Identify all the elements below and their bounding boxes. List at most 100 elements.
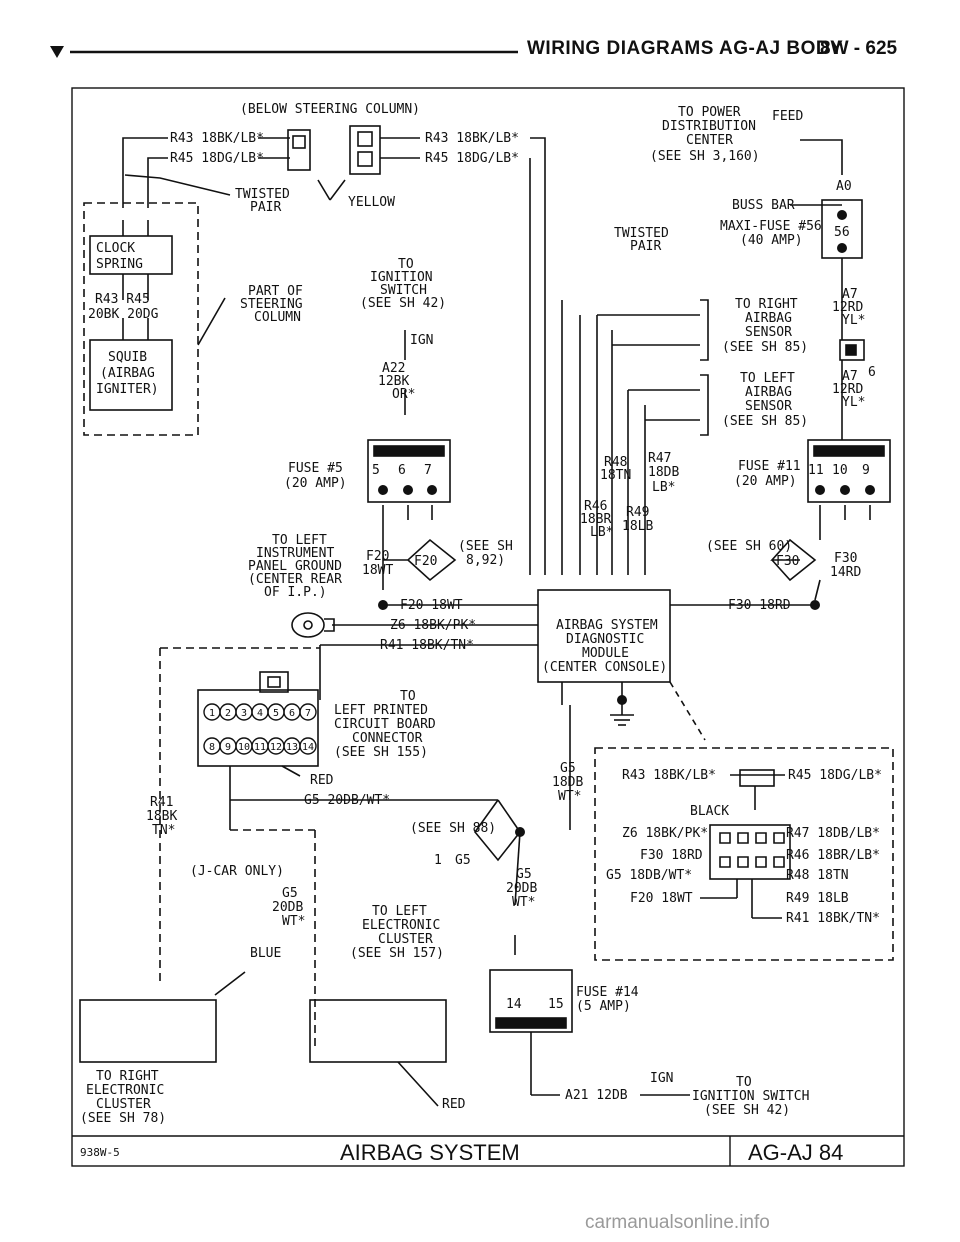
label-conn-f30: F30 18RD [640, 848, 703, 863]
label-blue: BLUE [250, 946, 281, 961]
label-r49-1: R49 [626, 505, 649, 520]
label-red-1: RED [310, 773, 334, 788]
label-a7a-3: YL* [842, 313, 865, 328]
label-r41-v2: 18BK [146, 809, 177, 824]
label-part-of-1: PART OF [248, 284, 303, 299]
label-twisted-1: TWISTED [235, 187, 290, 202]
label-f30-1: F30 [834, 551, 857, 566]
label-ras-2: AIRBAG [745, 311, 792, 326]
label-ign-sw-3: SWITCH [380, 283, 427, 298]
label-rec-1: TO RIGHT [96, 1069, 159, 1084]
label-pwr-2: DISTRIBUTION [662, 119, 756, 134]
label-g5c-2: 18DB [552, 775, 583, 790]
label-conn-r43: R43 18BK/LB* [622, 768, 716, 783]
label-clock: CLOCK [96, 241, 135, 256]
header-rule [50, 46, 518, 58]
label-pwr-1: TO POWER [678, 105, 741, 120]
label-squib-1: SQUIB [108, 350, 147, 365]
label-squib-2: (AIRBAG [100, 366, 155, 381]
label-g5v-1: G5 [282, 886, 298, 901]
label-rec-2: ELECTRONIC [86, 1083, 164, 1098]
label-las-2: AIRBAG [745, 385, 792, 400]
label-r41-v3: TN* [152, 823, 175, 838]
label-squib-3: IGNITER) [96, 382, 159, 397]
label-pcb-2: LEFT PRINTED [334, 703, 428, 718]
label-r49-2: 18LB [622, 519, 653, 534]
label-ras-1: TO RIGHT [735, 297, 798, 312]
label-g5b-2: 20DB [506, 881, 537, 896]
label-conn-z6: Z6 18BK/PK* [622, 826, 708, 841]
label-gnd-2: INSTRUMENT [256, 546, 334, 561]
label-asdm-4: (CENTER CONSOLE) [542, 660, 667, 675]
label-fuse5-t7: 7 [424, 463, 432, 478]
label-r47-1: R47 [648, 451, 671, 466]
label-conn-f20: F20 18WT [630, 891, 693, 906]
label-ras-4: (SEE SH 85) [722, 340, 808, 355]
watermark: carmanualsonline.info [585, 1212, 770, 1233]
pcb-pin: 10 [238, 742, 250, 753]
pcb-pin: 13 [286, 742, 298, 753]
label-ign2: IGN [650, 1071, 673, 1086]
label-ign-sw2-3: (SEE SH 42) [704, 1103, 790, 1118]
label-lec-2: ELECTRONIC [362, 918, 440, 933]
label-pcb-5: (SEE SH 155) [334, 745, 428, 760]
label-las-3: SENSOR [745, 399, 792, 414]
label-see88: (SEE SH 88) [410, 821, 496, 836]
label-r48-2: 18TN [600, 468, 631, 483]
label-rec-3: CLUSTER [96, 1097, 151, 1112]
label-a22-1: A22 [382, 361, 405, 376]
label-f20-2: 18WT [362, 563, 393, 578]
pcb-pin: 12 [270, 742, 282, 753]
label-conn-g5: G5 18DB/WT* [606, 868, 692, 883]
label-asdm-2: DIAGNOSTIC [566, 632, 644, 647]
label-pair-2: PAIR [630, 239, 661, 254]
label-conn-r46: R46 18BR/LB* [786, 848, 880, 863]
label-a7a-1: A7 [842, 287, 858, 302]
label-f20-18wt: F20 18WT [400, 598, 463, 613]
label-r46-2: 18BR [580, 512, 611, 527]
label-las-1: TO LEFT [740, 371, 795, 386]
label-part-of-2: STEERING [240, 297, 303, 312]
label-pcb-3: CIRCUIT BOARD [334, 717, 436, 732]
label-pcb-1: TO [400, 689, 416, 704]
pcb-pin: 14 [302, 742, 314, 753]
label-r45-left: R45 18DG/LB* [170, 151, 264, 166]
label-g5b-3: WT* [512, 895, 535, 910]
label-buss-bar: BUSS BAR [732, 198, 795, 213]
label-gnd-1: TO LEFT [272, 533, 327, 548]
label-a7b-2: 12RD [832, 382, 863, 397]
label-fuse14-2: (5 AMP) [576, 999, 631, 1014]
label-r43-r45: R43 R45 [95, 292, 150, 307]
label-las-4: (SEE SH 85) [722, 414, 808, 429]
label-see892-1: (SEE SH [458, 539, 513, 554]
header-title: WIRING DIAGRAMS AG-AJ BODY [527, 38, 844, 59]
label-below-steering: (BELOW STEERING COLUMN) [240, 102, 420, 117]
label-fuse11-t9: 9 [862, 463, 870, 478]
label-g5b-1: G5 [516, 867, 532, 882]
label-ign-sw-2: IGNITION [370, 270, 433, 285]
pcb-pin: 7 [305, 708, 311, 719]
label-asdm-1: AIRBAG SYSTEM [556, 618, 658, 633]
header-page-number: 8W - 625 [820, 38, 898, 59]
label-yellow: YELLOW [348, 195, 395, 210]
pcb-pin: 1 [209, 708, 215, 719]
pcb-pin: 6 [289, 708, 295, 719]
label-a0: A0 [836, 179, 852, 194]
label-fuse5-2: (20 AMP) [284, 476, 347, 491]
label-twisted-2: TWISTED [614, 226, 669, 241]
pcb-pin-row-top: 1 2 3 4 5 6 7 [203, 703, 317, 721]
label-r43-right: R43 18BK/LB* [425, 131, 519, 146]
label-gnd-4: (CENTER REAR [248, 572, 342, 587]
label-r47-3: LB* [652, 480, 675, 495]
label-a7b-1: A7 [842, 369, 858, 384]
label-g5-tag: G5 [455, 853, 471, 868]
label-ign: IGN [410, 333, 433, 348]
diagram-frame [71, 87, 905, 1167]
label-f30-2: 14RD [830, 565, 861, 580]
label-f20-1: F20 [366, 549, 389, 564]
label-pcb-4: CONNECTOR [352, 731, 423, 746]
pcb-pin-row-bottom: 8 9 10 11 12 13 14 [203, 737, 317, 755]
label-r46-3: LB* [590, 525, 613, 540]
label-g5v-2: 20DB [272, 900, 303, 915]
wire-r43-left [122, 137, 168, 208]
